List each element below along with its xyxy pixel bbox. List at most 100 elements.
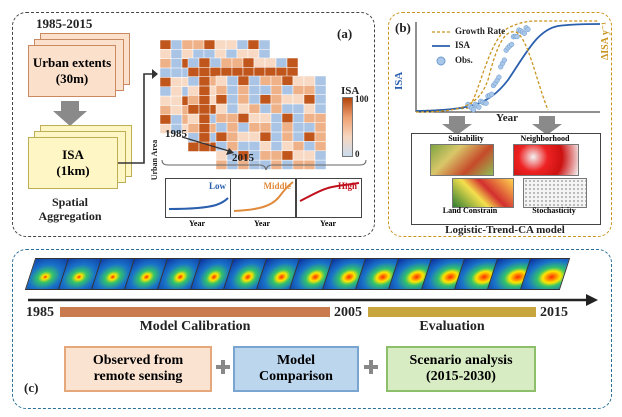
grid-cell xyxy=(215,103,228,114)
grid-cell xyxy=(159,77,172,88)
grid-cell xyxy=(170,39,183,50)
observed-line-1: Observed from xyxy=(92,353,184,368)
grid-cell xyxy=(237,113,250,124)
grid-cell xyxy=(237,94,250,105)
grid-stack-svg xyxy=(159,39,327,170)
comparison-line-2: Comparison xyxy=(259,369,333,384)
evaluation-label: Evaluation xyxy=(419,319,485,334)
isa-doc: ISA(1km) xyxy=(28,137,118,189)
brace xyxy=(161,159,367,171)
plus-icon-2 xyxy=(364,360,378,374)
grid-cell xyxy=(270,103,283,114)
grid-cell xyxy=(170,77,183,88)
factor-suitability-label: Suitability xyxy=(448,134,484,143)
grid-cell xyxy=(259,113,272,124)
panel-c-label: (c) xyxy=(24,380,39,395)
grid-cell xyxy=(314,85,327,95)
legend-growth-rate: Growth Rate xyxy=(455,26,506,36)
grid-cell xyxy=(281,131,294,142)
grid-cell xyxy=(259,85,272,95)
grid-cell xyxy=(259,141,272,152)
grid-cell xyxy=(226,122,239,133)
grid-cell xyxy=(292,131,305,142)
grid-cell xyxy=(303,122,316,133)
grid-cell xyxy=(286,57,299,68)
connector-arrow xyxy=(118,69,158,164)
grid-cell xyxy=(248,85,261,95)
grid-cell xyxy=(192,39,205,50)
grid-cell xyxy=(187,57,200,68)
urban-extents-doc: Urban extents(30m) xyxy=(28,45,116,97)
grid-cell xyxy=(226,85,239,95)
grid-cell xyxy=(247,39,260,50)
grid-cell xyxy=(187,95,200,106)
grid-cell xyxy=(159,39,172,50)
growth-rate-curve xyxy=(415,20,598,112)
grid-cell xyxy=(314,103,327,114)
down-arrow-b-right xyxy=(532,116,562,135)
grid-cell xyxy=(248,122,261,133)
grid-cell xyxy=(242,57,255,68)
grid-cell xyxy=(314,141,327,152)
grid-cell xyxy=(170,95,183,106)
grid-cell xyxy=(214,39,227,50)
grid-cell xyxy=(292,103,305,114)
scenario-line-1: Scenario analysis xyxy=(409,353,513,368)
grid-cell xyxy=(270,122,283,133)
grid-cell xyxy=(220,67,233,77)
grid-cell xyxy=(259,94,272,105)
grid-cell xyxy=(170,86,183,97)
map-frame-strip xyxy=(24,258,590,294)
colorbar-title: ISA xyxy=(341,85,360,97)
grid-cell xyxy=(270,94,283,105)
grid-cell xyxy=(314,113,327,124)
grid-cell xyxy=(281,122,294,133)
grid-year-start: 1985 xyxy=(165,128,187,140)
mini-chart-middle: Middle xyxy=(230,178,296,218)
grid-cell xyxy=(248,75,261,86)
grid-cell xyxy=(259,131,272,142)
grid-cell xyxy=(187,104,200,115)
urban-extents-title: Urban extents xyxy=(32,55,112,70)
grid-cell xyxy=(170,58,183,69)
isa-doc-res: (1km) xyxy=(56,163,90,178)
grid-cell xyxy=(187,76,200,87)
grid-cell xyxy=(237,122,250,133)
scenario-line-2: (2015-2030) xyxy=(425,369,496,384)
grid-cell xyxy=(275,57,288,68)
legend-obs: Obs. xyxy=(455,55,473,65)
grid-cell xyxy=(242,67,255,77)
mini-chart-label: Middle xyxy=(263,181,291,191)
panel-b xyxy=(388,12,612,237)
grid-cell xyxy=(159,58,172,69)
grid-cell xyxy=(187,113,200,124)
grid-cell xyxy=(314,131,327,142)
mini-chart-label: High xyxy=(337,181,357,191)
ylabel-right: ΔISA y⁻¹ xyxy=(600,21,611,60)
grid-cell xyxy=(270,75,283,86)
colorbar-max: 100 xyxy=(355,94,369,104)
down-arrow-b-left xyxy=(442,116,472,135)
grid-cell xyxy=(198,104,211,115)
grid-cell xyxy=(170,49,183,59)
grid-cell xyxy=(247,49,260,59)
grid-cell xyxy=(159,95,172,106)
grid-cell xyxy=(303,94,316,105)
grid-cell xyxy=(192,49,205,59)
grid-cell xyxy=(259,122,272,133)
grid-cell xyxy=(226,75,239,86)
panel-b-label: (b) xyxy=(395,20,411,35)
grid-cell xyxy=(270,141,283,152)
obs-point xyxy=(496,74,502,80)
grid-cell xyxy=(258,49,271,59)
grid-cell xyxy=(303,113,316,124)
grid-cell xyxy=(314,122,327,133)
grid-cell xyxy=(270,85,283,95)
grid-cell xyxy=(198,76,211,87)
grid-cell xyxy=(303,131,316,142)
grid-cell xyxy=(226,103,239,114)
grid-cell xyxy=(237,85,250,95)
period-label: 1985-2015 xyxy=(36,16,93,31)
